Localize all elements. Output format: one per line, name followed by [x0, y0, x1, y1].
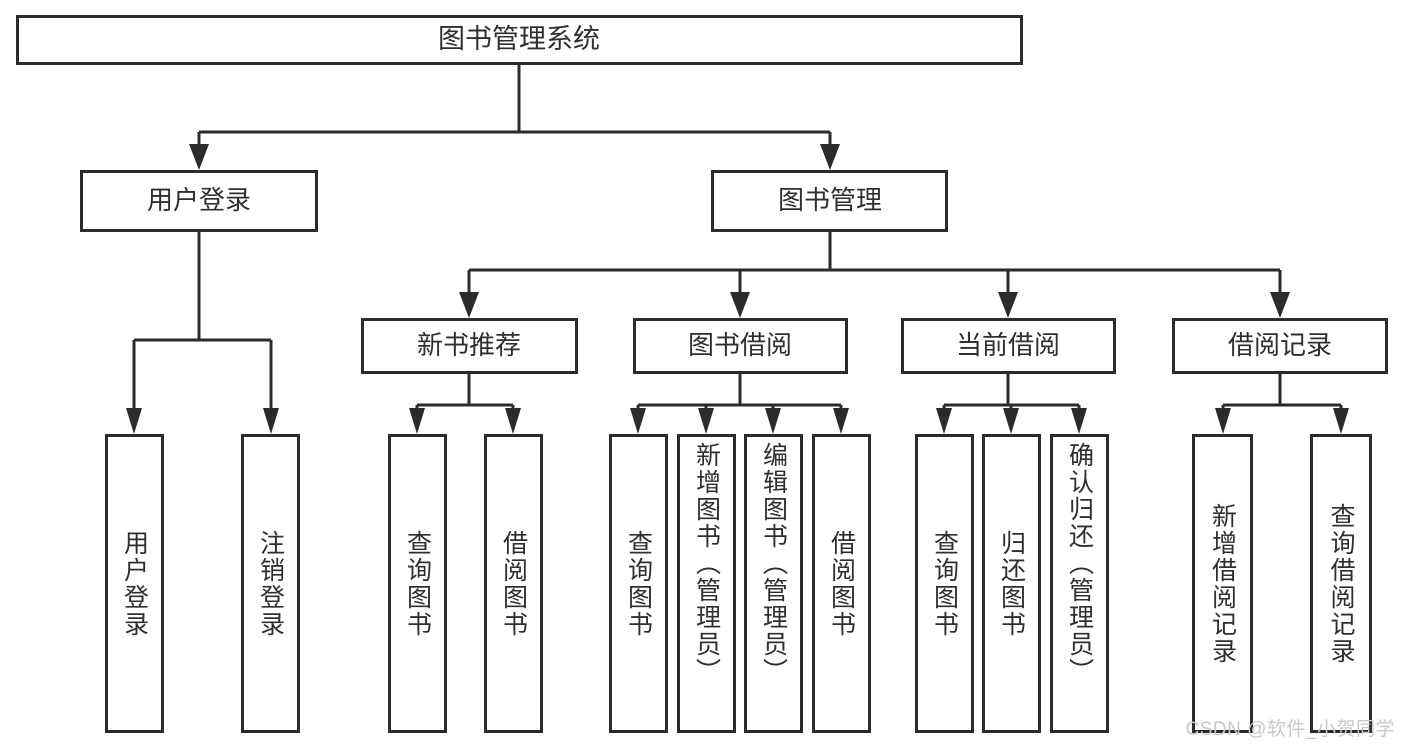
- root-box[interactable]: [16, 15, 1023, 65]
- arrow-leaf-user-login: [126, 408, 142, 434]
- arrow-leaf-add-book: [698, 408, 714, 434]
- connector-root-to-level2: [189, 65, 840, 170]
- arrow-leaf-logout: [263, 408, 279, 434]
- leaf-query-record-box[interactable]: [1310, 434, 1372, 733]
- connector-book-borrow-to-leaves: [630, 372, 849, 434]
- arrow-leaf-query-record: [1333, 408, 1349, 434]
- book-borrow-label: 图书借阅: [688, 330, 792, 360]
- node-current-borrow[interactable]: 当前借阅: [901, 318, 1116, 374]
- arrow-leaf-borrow-book-1: [505, 408, 521, 434]
- new-book-rec-box[interactable]: [361, 318, 578, 374]
- borrow-record-label: 借阅记录: [1228, 330, 1332, 360]
- root-label: 图书管理系统: [438, 24, 600, 54]
- arrow-new-book-rec: [459, 292, 479, 318]
- node-book-borrow[interactable]: 图书借阅: [633, 318, 848, 374]
- arrow-leaf-confirm-return: [1071, 408, 1087, 434]
- new-book-rec-label: 新书推荐: [417, 330, 521, 360]
- arrow-leaf-borrow-book-2: [833, 408, 849, 434]
- leaf-add-book-box[interactable]: [677, 434, 736, 733]
- node-root[interactable]: 图书管理系统: [16, 15, 1023, 65]
- leaf-edit-book-box[interactable]: [744, 434, 803, 733]
- book-manage-box[interactable]: [711, 170, 948, 232]
- arrow-leaf-query-book-1: [409, 408, 425, 434]
- arrow-leaf-add-record: [1215, 408, 1231, 434]
- connector-current-borrow-to-leaves: [936, 372, 1087, 434]
- csdn-watermark: CSDN @软件_小贺同学: [1185, 719, 1395, 740]
- leaf-query-book-1-box[interactable]: [388, 434, 447, 733]
- leaf-confirm-return-box[interactable]: [1050, 434, 1109, 733]
- leaf-borrow-book-1-box[interactable]: [484, 434, 543, 733]
- node-book-manage[interactable]: 图书管理: [711, 170, 948, 232]
- connector-borrow-record-to-leaves: [1215, 372, 1349, 434]
- leaf-query-book-2-box[interactable]: [609, 434, 668, 733]
- arrow-leaf-return-book: [1003, 408, 1019, 434]
- arrow-book-manage: [820, 144, 840, 170]
- node-user-login[interactable]: 用户登录: [80, 170, 318, 232]
- leaf-query-book-3-box[interactable]: [915, 434, 974, 733]
- leaf-logout-box[interactable]: [241, 434, 300, 733]
- user-login-label: 用户登录: [147, 185, 251, 215]
- arrow-user-login: [189, 144, 209, 170]
- leaf-add-record-box[interactable]: [1192, 434, 1253, 733]
- arrow-leaf-query-book-2: [630, 408, 646, 434]
- arrow-borrow-record: [1270, 292, 1290, 318]
- book-manage-label: 图书管理: [778, 185, 882, 215]
- leaf-borrow-book-2-box[interactable]: [812, 434, 871, 733]
- arrow-book-borrow: [730, 292, 750, 318]
- node-borrow-record[interactable]: 借阅记录: [1172, 318, 1388, 374]
- arrow-current-borrow: [998, 292, 1018, 318]
- leaf-user-login-box[interactable]: [105, 434, 164, 733]
- leaf-boxes: [105, 434, 1372, 733]
- book-borrow-box[interactable]: [633, 318, 848, 374]
- leaf-return-book-box[interactable]: [982, 434, 1041, 733]
- arrow-leaf-query-book-3: [936, 408, 952, 434]
- arrow-leaf-edit-book: [765, 408, 781, 434]
- current-borrow-box[interactable]: [901, 318, 1116, 374]
- borrow-record-box[interactable]: [1172, 318, 1388, 374]
- node-new-book-rec[interactable]: 新书推荐: [361, 318, 578, 374]
- connector-new-book-rec-to-leaves: [409, 372, 521, 434]
- user-login-box[interactable]: [80, 170, 318, 232]
- current-borrow-label: 当前借阅: [956, 330, 1060, 360]
- connector-user-login-to-leaves: [126, 232, 279, 434]
- connector-book-manage-to-level3: [459, 232, 1290, 318]
